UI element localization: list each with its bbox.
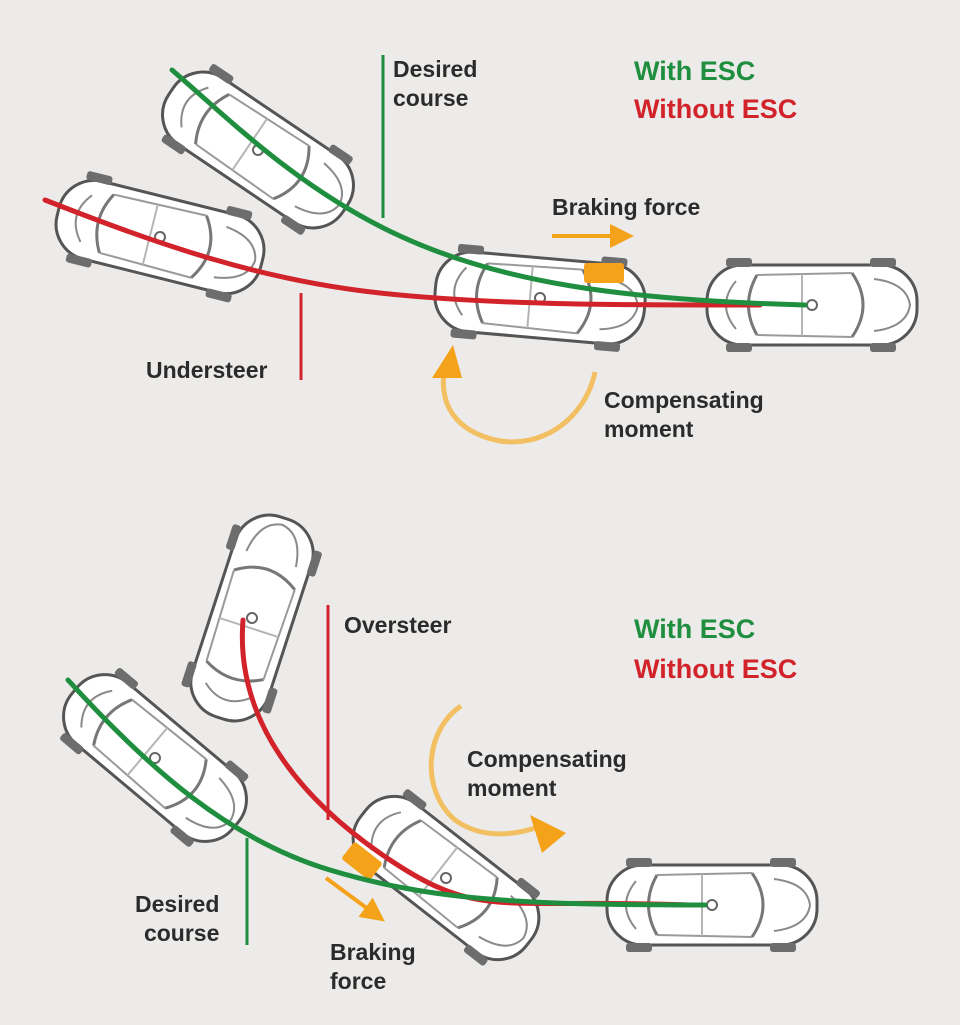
- oversteer-label: Oversteer: [344, 612, 452, 638]
- legend-with-esc: With ESC: [634, 614, 756, 644]
- path-with-esc: [65, 677, 708, 908]
- compensating-moment-arc: [440, 371, 598, 445]
- compensating-moment-arrowhead: [530, 815, 566, 853]
- legend-without-esc: Without ESC: [634, 654, 798, 684]
- braking-force-label: Braking force: [330, 939, 416, 994]
- desired-course-label: Desired course: [393, 56, 478, 111]
- path-without-esc: [42, 197, 763, 308]
- braking-force-arrow: [324, 876, 385, 922]
- compensating-moment-arc: [428, 703, 536, 837]
- oversteer-scene: [42, 502, 819, 982]
- compensating-moment-arrowhead: [432, 345, 462, 378]
- path-with-esc: [169, 67, 808, 308]
- braking-force-label: Braking force: [552, 194, 701, 220]
- compensating-moment-label: Compensating moment: [467, 746, 627, 801]
- understeer-scene: [42, 50, 919, 445]
- brake-pad-indicator: [584, 263, 624, 283]
- understeer-label: Understeer: [146, 357, 268, 383]
- brake-pad-indicator: [342, 842, 382, 880]
- legend-with-esc: With ESC: [634, 56, 756, 86]
- desired-course-label: Desired course: [135, 891, 220, 946]
- legend-without-esc: Without ESC: [634, 94, 798, 124]
- compensating-moment-label: Compensating moment: [604, 387, 764, 442]
